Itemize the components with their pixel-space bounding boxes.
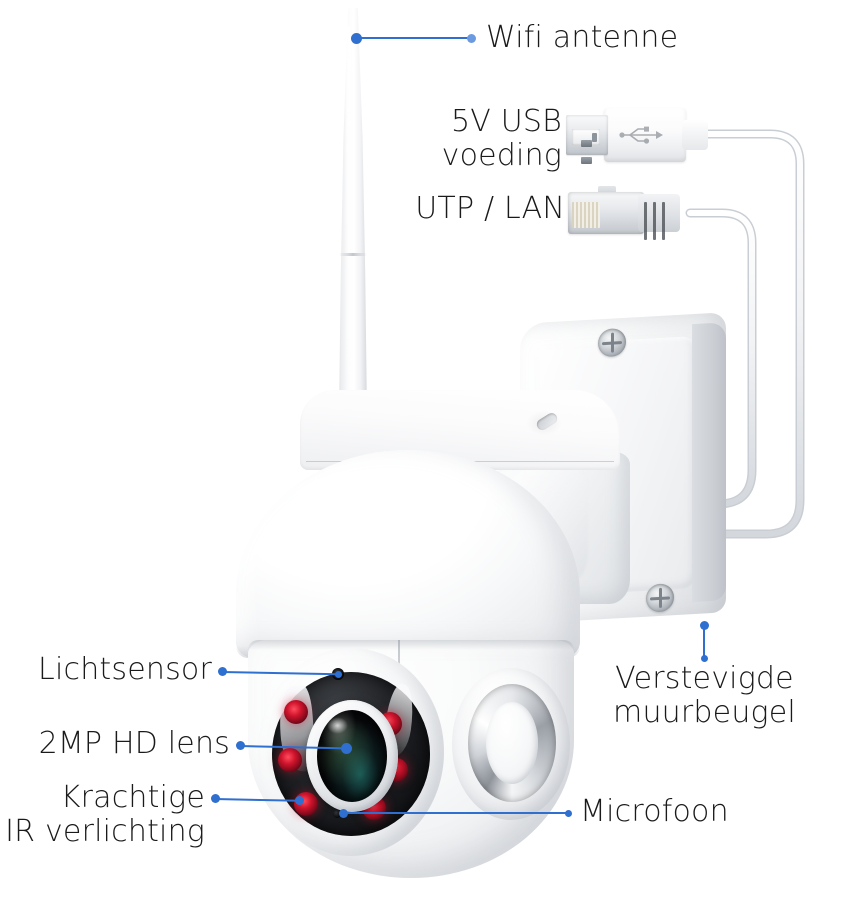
leader-dot-microfoon-label <box>564 809 572 817</box>
rj45-rib <box>644 202 647 240</box>
antenna-joint <box>339 253 367 256</box>
head-top-shadow <box>248 640 574 650</box>
leader-dot-bracket <box>699 620 709 630</box>
leader-dot-ir-led <box>294 795 304 805</box>
leader-dot-ir-label <box>210 793 220 803</box>
rj45-rib <box>662 202 665 240</box>
microphone-hole <box>333 810 341 818</box>
leader-dot-lens-label <box>235 740 245 750</box>
rj45-body <box>568 192 644 234</box>
leader-dot-muurbeugel-label <box>700 654 708 662</box>
leader-wifi-antenne <box>356 37 470 39</box>
leader-dot-lichtsensor-label <box>217 666 227 676</box>
usb-strain-relief <box>682 120 708 150</box>
leader-dot-microphone <box>338 808 348 818</box>
usb-pin <box>581 157 592 164</box>
leader-dot-lens <box>340 742 352 754</box>
usb-trident-icon <box>619 126 663 144</box>
usb-metal-plug <box>566 115 608 164</box>
label-verstevigde-muurbeugel: Verstevigde muurbeugel <box>613 661 796 730</box>
ir-led <box>284 700 308 724</box>
label-usb-voeding: 5V USB voeding <box>441 104 562 173</box>
label-microfoon: Microfoon <box>580 794 729 829</box>
lens-specular-highlight <box>326 717 348 734</box>
bracket-side-face <box>692 322 726 603</box>
usb-notch <box>592 133 597 142</box>
leader-dot-antenna-tip <box>350 32 362 44</box>
rj45-strain-relief <box>638 194 680 240</box>
leader-dot-wifi-label <box>466 33 476 43</box>
rj45-rib <box>653 202 656 240</box>
label-2mp-hd-lens: 2MP HD lens <box>38 726 230 761</box>
pivot-hub-cap <box>486 702 538 784</box>
usb-pin <box>581 140 592 147</box>
leader-ir <box>214 798 300 802</box>
usb-connector <box>566 108 708 164</box>
ir-led <box>278 748 302 772</box>
leader-dot-lichtsensor <box>334 670 342 678</box>
leader-muurbeugel <box>703 625 705 658</box>
rj45-connector <box>568 186 690 240</box>
label-lichtsensor: Lichtsensor <box>38 652 212 687</box>
bracket-screw-bottom <box>646 583 674 613</box>
wifi-antenna <box>336 8 370 438</box>
leader-microfoon <box>343 812 568 814</box>
rj45-contacts <box>572 202 600 228</box>
camera-lens <box>317 710 387 802</box>
label-utp-lan: UTP / LAN <box>415 191 565 226</box>
label-ir-verlichting: Krachtige IR verlichting <box>5 780 205 849</box>
label-wifi-antenne: Wifi antenne <box>486 20 679 55</box>
antenna-highlight <box>346 25 352 421</box>
dome-highlight <box>277 470 415 579</box>
